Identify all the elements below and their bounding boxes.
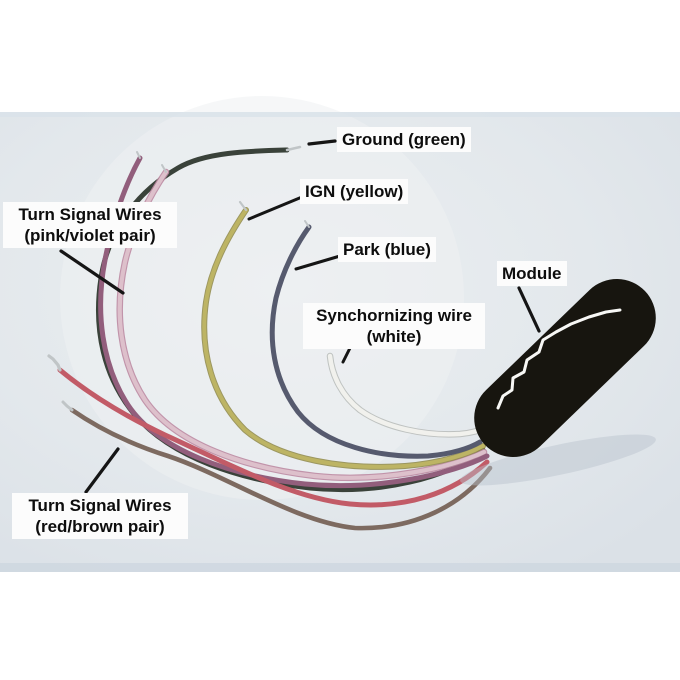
photo-top-edge xyxy=(0,112,680,117)
module-shadow xyxy=(460,434,656,486)
label-sync-line1: Synchornizing wire xyxy=(316,306,472,325)
label-turn-red-brown: Turn Signal Wires (red/brown pair) xyxy=(12,493,188,539)
sync-wire-white xyxy=(327,353,493,437)
park-pointer-line xyxy=(294,254,342,271)
ign-wire-yellow xyxy=(202,208,485,469)
label-sync: Synchornizing wire (white) xyxy=(303,303,485,349)
turn-red-bare-tip xyxy=(47,354,62,372)
label-turn-red-brown-line1: Turn Signal Wires xyxy=(28,496,172,515)
ign-pointer-line xyxy=(247,195,304,221)
ground-wire-bare-tip xyxy=(285,145,302,152)
ground-pointer-line xyxy=(307,139,337,146)
turn-pink-bare-tip xyxy=(161,164,167,173)
label-park: Park (blue) xyxy=(338,237,436,262)
turn-brown-wire xyxy=(69,407,493,531)
label-ign: IGN (yellow) xyxy=(300,179,409,204)
label-turn-pink-violet-line1: Turn Signal Wires xyxy=(18,205,162,224)
turn-brown-bare-tip xyxy=(61,400,74,412)
label-turn-pink-violet: Turn Signal Wires (pink/violet pair) xyxy=(3,202,177,248)
park-wire-blue xyxy=(269,224,483,459)
label-turn-pink-violet-line2: (pink/violet pair) xyxy=(24,226,156,245)
label-ground: Ground (green) xyxy=(337,127,471,152)
module-highlight xyxy=(496,308,622,410)
module-body xyxy=(474,278,656,458)
turn-violet-bare-tip xyxy=(136,151,141,159)
turn-red-brown-pointer-line xyxy=(84,447,120,494)
module-pointer-line xyxy=(517,286,541,333)
label-turn-red-brown-line2: (red/brown pair) xyxy=(35,517,165,536)
turn-red-wire xyxy=(57,367,490,508)
photo-bottom-edge xyxy=(0,563,680,572)
label-module: Module xyxy=(497,261,567,286)
ign-wire-bare-tip xyxy=(238,200,248,212)
turn-pink-violet-pointer-line xyxy=(59,249,125,295)
label-sync-line2: (white) xyxy=(366,327,422,346)
park-wire-bare-tip xyxy=(304,220,310,228)
